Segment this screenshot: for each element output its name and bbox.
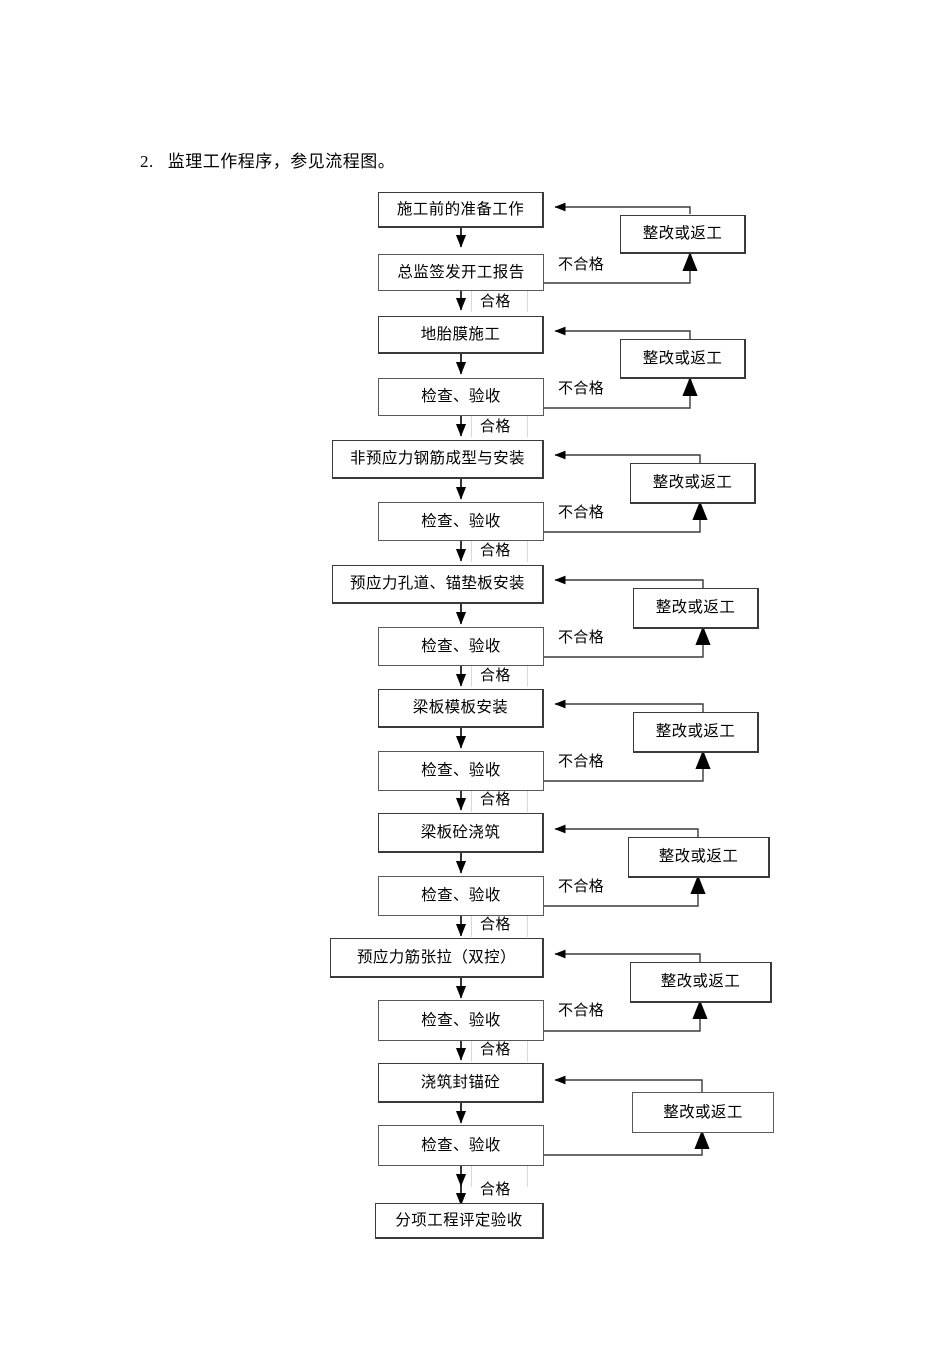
flow-node-formwork[interactable]: 梁板模板安装 (378, 689, 544, 728)
edge-label-pass-7: 合格 (480, 1042, 511, 1058)
guide-tick (527, 540, 528, 562)
guide-tick (471, 290, 472, 312)
flow-node-inspect-1[interactable]: 检查、验收 (378, 378, 544, 416)
guide-tick (527, 665, 528, 687)
flow-node-inspect-4[interactable]: 检查、验收 (378, 751, 544, 791)
flow-node-seal-anchor[interactable]: 浇筑封锚砼 (378, 1063, 544, 1103)
flow-node-rework-3[interactable]: 整改或返工 (630, 463, 756, 504)
edge-label-pass-8: 合格 (480, 1182, 511, 1198)
flow-node-inspect-5[interactable]: 检查、验收 (378, 876, 544, 916)
flow-node-rework-5[interactable]: 整改或返工 (633, 712, 759, 753)
flow-node-label: 分项工程评定验收 (395, 1211, 523, 1229)
edge-label-fail-1: 不合格 (558, 257, 605, 273)
edge-label-fail-4: 不合格 (558, 630, 605, 646)
flow-node-label: 浇筑封锚砼 (420, 1073, 501, 1091)
edge-label-fail-6: 不合格 (558, 879, 605, 895)
flow-node-label: 非预应力钢筋成型与安装 (350, 450, 525, 468)
guide-tick (471, 1165, 472, 1187)
edge-label-pass-6: 合格 (480, 917, 511, 933)
edge-label-pass-3: 合格 (480, 543, 511, 559)
flow-node-label: 地胎膜施工 (420, 325, 501, 343)
flow-node-label: 施工前的准备工作 (396, 200, 525, 218)
flow-node-label: 整改或返工 (658, 848, 739, 866)
guide-tick (471, 1040, 472, 1062)
section-number: 2. (140, 152, 154, 171)
guide-tick (471, 665, 472, 687)
flow-node-label: 整改或返工 (642, 349, 723, 367)
flow-node-start-report[interactable]: 总监签发开工报告 (378, 254, 544, 291)
guide-tick (527, 1165, 528, 1187)
edge-label-pass-4: 合格 (480, 668, 511, 684)
guide-tick (471, 540, 472, 562)
flow-node-concrete[interactable]: 梁板砼浇筑 (378, 813, 544, 853)
flow-node-label: 检查、验收 (421, 1136, 501, 1154)
flow-node-inspect-3[interactable]: 检查、验收 (378, 627, 544, 666)
flow-node-rework-6[interactable]: 整改或返工 (628, 837, 770, 878)
flow-node-label: 整改或返工 (642, 225, 723, 243)
flow-node-rework-7[interactable]: 整改或返工 (630, 962, 772, 1003)
edge-label-fail-7: 不合格 (558, 1003, 605, 1019)
guide-tick (471, 415, 472, 437)
flow-node-label: 预应力筋张拉（双控） (356, 948, 516, 966)
guide-tick (527, 1040, 528, 1062)
edge-label-pass-5: 合格 (480, 792, 511, 808)
flow-node-label: 梁板砼浇筑 (420, 823, 501, 841)
flow-node-inspect-2[interactable]: 检查、验收 (378, 502, 544, 541)
edge-label-pass-2: 合格 (480, 419, 511, 435)
flow-node-duct-anchor[interactable]: 预应力孔道、锚垫板安装 (332, 565, 544, 604)
flow-node-label: 整改或返工 (655, 723, 736, 741)
flow-node-membrane[interactable]: 地胎膜施工 (378, 316, 544, 354)
flow-node-rework-2[interactable]: 整改或返工 (620, 339, 746, 379)
flow-node-label: 检查、验收 (421, 388, 501, 406)
flow-node-label: 检查、验收 (421, 1011, 501, 1029)
section-heading: 2. 监理工作程序，参见流程图。 (140, 150, 395, 174)
edge-label-fail-5: 不合格 (558, 754, 605, 770)
flow-node-label: 检查、验收 (421, 887, 501, 905)
flow-node-inspect-6[interactable]: 检查、验收 (378, 1000, 544, 1041)
flow-node-label: 整改或返工 (655, 599, 736, 617)
flow-node-label: 整改或返工 (663, 1103, 743, 1121)
section-title: 监理工作程序，参见流程图。 (167, 152, 396, 171)
flow-node-label: 整改或返工 (660, 973, 741, 991)
flow-node-label: 检查、验收 (421, 762, 501, 780)
guide-tick (527, 915, 528, 937)
flow-node-prep[interactable]: 施工前的准备工作 (378, 192, 544, 228)
flow-node-inspect-7[interactable]: 检查、验收 (378, 1125, 544, 1166)
edge-label-pass-1: 合格 (480, 294, 511, 310)
flow-node-label: 总监签发开工报告 (397, 263, 525, 281)
guide-tick (471, 915, 472, 937)
guide-tick (527, 415, 528, 437)
flow-node-final[interactable]: 分项工程评定验收 (375, 1203, 544, 1239)
flow-node-label: 整改或返工 (652, 474, 733, 492)
flow-node-rebar[interactable]: 非预应力钢筋成型与安装 (332, 440, 544, 479)
flow-node-rework-8[interactable]: 整改或返工 (632, 1092, 774, 1133)
guide-tick (471, 790, 472, 812)
flow-node-rework-4[interactable]: 整改或返工 (633, 588, 759, 629)
guide-tick (527, 290, 528, 312)
flow-node-rework-1[interactable]: 整改或返工 (620, 215, 746, 254)
flow-node-label: 预应力孔道、锚垫板安装 (350, 575, 525, 593)
flow-node-tensioning[interactable]: 预应力筋张拉（双控） (330, 938, 544, 978)
flow-node-label: 检查、验收 (421, 512, 501, 530)
guide-tick (527, 790, 528, 812)
flow-node-label: 检查、验收 (421, 637, 501, 655)
edge-label-fail-3: 不合格 (558, 505, 605, 521)
flow-node-label: 梁板模板安装 (412, 699, 509, 717)
edge-label-fail-2: 不合格 (558, 381, 605, 397)
